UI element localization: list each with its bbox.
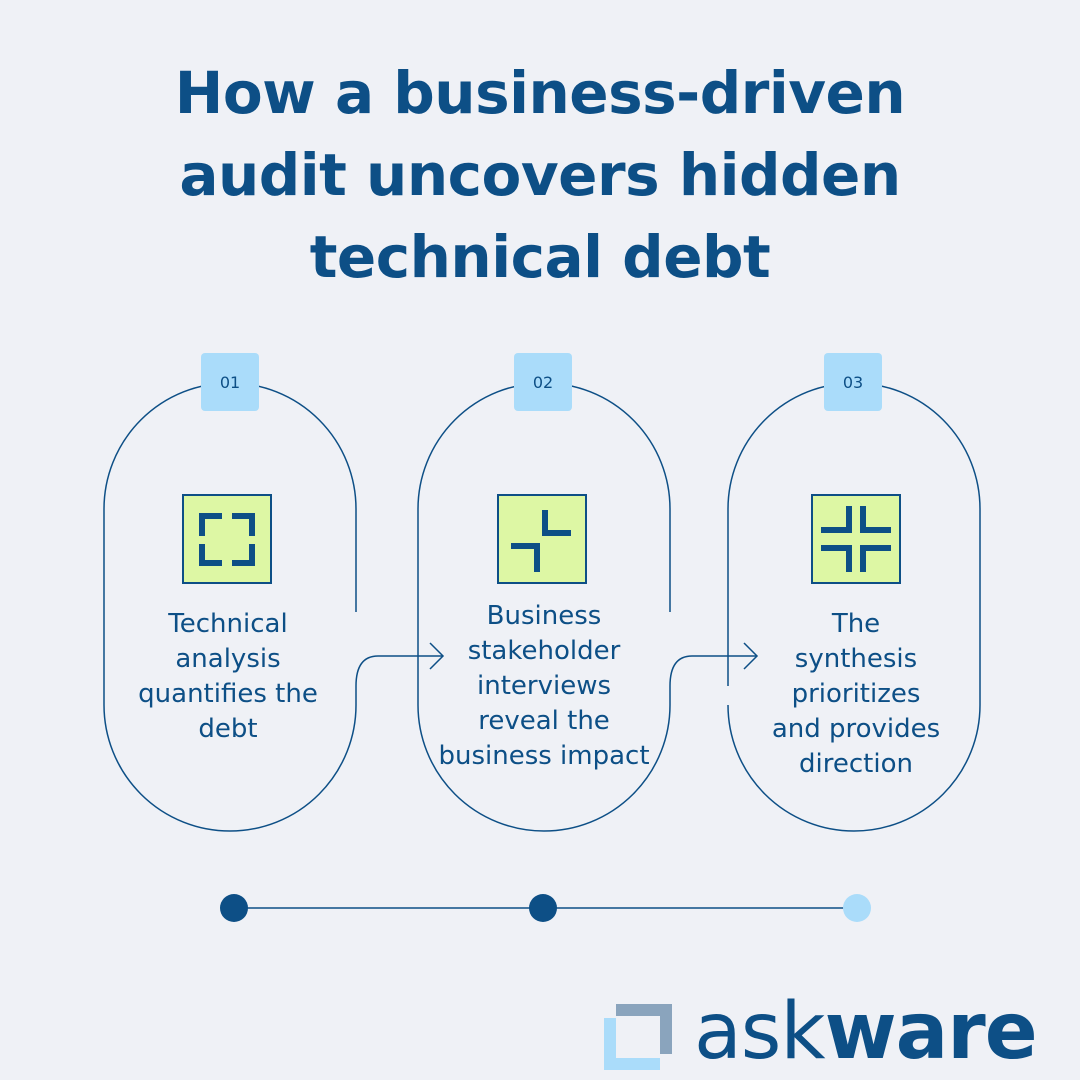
step-2-outline (417, 382, 671, 832)
step-3-line-2: synthesis (794, 644, 918, 674)
step-3-line-3: prioritizes (791, 679, 921, 709)
step-2-line-4: reveal the (478, 706, 610, 736)
step-3-line-5: direction (799, 749, 913, 779)
progress-dot-2 (529, 894, 557, 922)
page-title: How a business-driven audit uncovers hid… (0, 52, 1080, 298)
progress-dot-1 (220, 894, 248, 922)
askware-logo-mark-icon (604, 1004, 672, 1070)
step-3-number-badge: 03 (824, 353, 882, 411)
step-2-description: Business stakeholder interviews reveal t… (422, 599, 666, 774)
step-3-line-4: and provides (771, 714, 941, 744)
connector-arrow-1 (355, 655, 442, 687)
step-2-line-3: interviews (477, 671, 611, 701)
step-3-line-1: The (831, 609, 881, 639)
askware-wordmark: askware (694, 987, 1038, 1077)
step-1-line-4: debt (198, 714, 258, 744)
step-1-description: Technical analysis quantifies the debt (110, 607, 346, 747)
connector-arrowhead-2 (743, 642, 759, 670)
title-line-2: audit uncovers hidden (179, 141, 901, 209)
step-1-line-2: analysis (175, 644, 281, 674)
step-2-line-1: Business (486, 601, 602, 631)
title-line-1: How a business-driven (174, 59, 906, 127)
step-2-number-badge: 02 (514, 353, 572, 411)
step-1-line-3: quantifies the (138, 679, 318, 709)
brand-bold: ware (824, 987, 1038, 1077)
connector-arrow-2 (669, 655, 756, 687)
progress-dot-3 (843, 894, 871, 922)
connector-arrowhead-1 (429, 642, 445, 670)
step-2-line-5: business impact (438, 741, 650, 771)
step-1-number-badge: 01 (201, 353, 259, 411)
step-1-outline (103, 382, 357, 832)
step-3-description: The synthesis prioritizes and provides d… (736, 607, 976, 782)
brand-light: ask (694, 987, 826, 1077)
title-line-3: technical debt (309, 223, 771, 291)
step-1-line-1: Technical (168, 609, 288, 639)
converging-corners-icon (497, 494, 587, 584)
cross-corners-icon (811, 494, 901, 584)
step-2-line-2: stakeholder (467, 636, 621, 666)
askware-logo: askware (602, 990, 1072, 1074)
open-square-corners-icon (182, 494, 272, 584)
step-3-outline (727, 382, 981, 832)
